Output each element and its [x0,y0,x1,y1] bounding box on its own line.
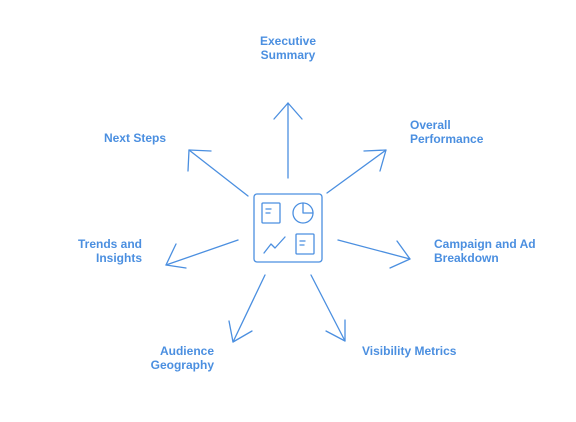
document-icon [261,202,281,224]
label-next-steps: Next Steps [103,131,166,145]
label-visibility-metrics: Visibility Metrics [362,344,457,358]
label-executive-summary: Executive Summary [259,34,317,62]
label-trends-insights: Trends and Insights [77,237,142,265]
arrow-executive-summary [273,102,303,179]
label-campaign-breakdown: Campaign and Ad Breakdown [434,237,536,265]
arrow-next-steps [187,149,249,197]
arrow-overall-performance [326,149,387,194]
arrow-visibility-metrics [310,274,346,342]
arrow-trends-insights [165,239,239,269]
dashboard-frame [253,193,323,263]
report-dashboard-icon [253,193,323,263]
document-icon-2 [295,233,315,255]
label-audience-geography: Audience Geography [150,344,214,372]
arrow-audience-geography [228,274,266,343]
line-chart-icon [263,236,286,254]
arrow-campaign-breakdown [337,239,411,269]
pie-chart-icon [292,202,314,224]
label-overall-performance: Overall Performance [410,118,484,146]
